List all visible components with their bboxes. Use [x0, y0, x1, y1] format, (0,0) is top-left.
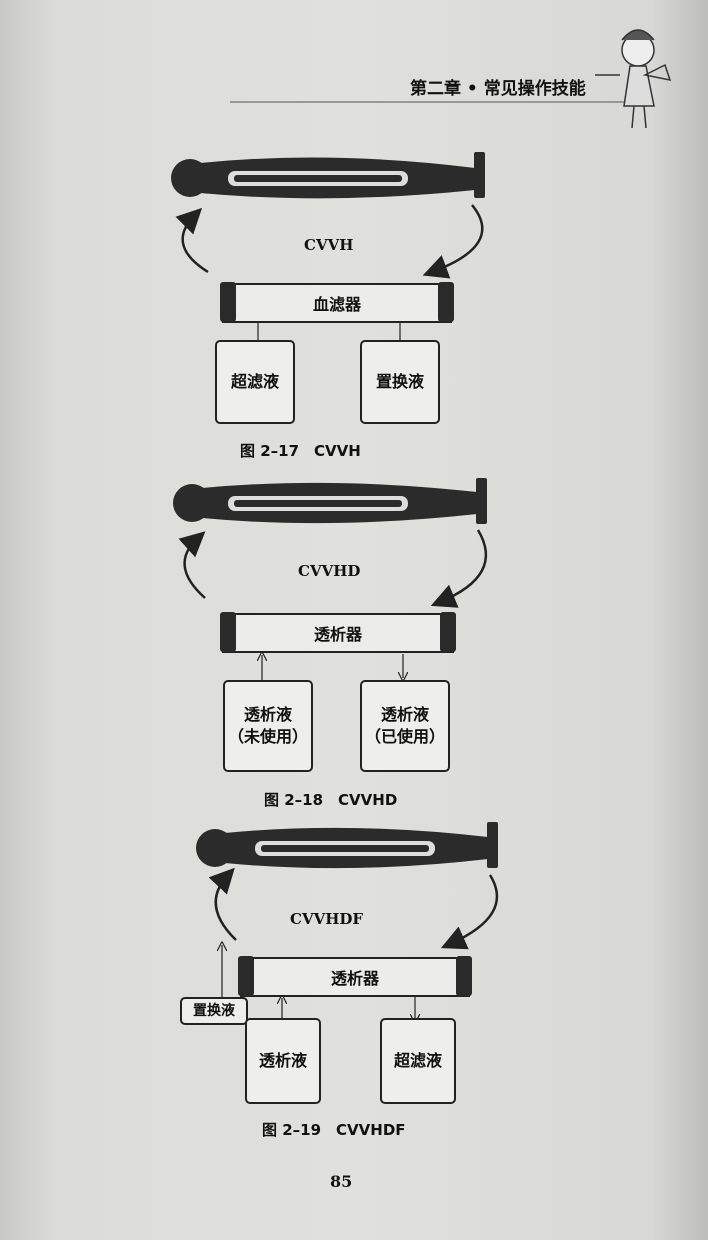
chapter-title: 常见操作技能 — [483, 79, 586, 99]
hemofilter: 血滤器 — [220, 282, 454, 323]
patient-figure-1 — [171, 152, 485, 199]
fairy-illustration — [595, 29, 672, 129]
box-sublabel: （未使用） — [227, 727, 308, 746]
ultrafiltrate-box: 超滤液 — [215, 340, 295, 424]
box-label: 透析液 — [243, 705, 292, 724]
header-rule — [230, 101, 630, 103]
box-sublabel: （已使用） — [364, 727, 445, 746]
replacement-fluid-box: 置换液 — [180, 997, 248, 1025]
page-number: 85 — [330, 1172, 353, 1191]
cvvhdf-label: CVVHDF — [290, 910, 364, 928]
patient-figure-3 — [196, 822, 498, 869]
cvvh-label: CVVH — [304, 236, 354, 254]
filter-label: 透析器 — [313, 625, 362, 644]
figure-caption: 图 2–19 CVVHDF — [262, 1121, 406, 1139]
box-label: 透析液 — [380, 705, 429, 724]
figure-caption: 图 2–18 CVVHD — [264, 791, 398, 809]
fresh-dialysate-box: 透析液 （未使用） — [223, 680, 313, 772]
figure-caption: 图 2–17 CVVH — [240, 442, 361, 460]
filter-label: 透析器 — [330, 969, 379, 988]
filter-label: 血滤器 — [312, 295, 361, 314]
patient-figure-2 — [173, 478, 487, 524]
chapter-number: 第二章 — [410, 79, 461, 99]
dialysate-box: 透析液 — [245, 1018, 321, 1104]
dialyzer: 透析器 — [238, 956, 472, 997]
dialyzer: 透析器 — [220, 612, 456, 653]
replacement-fluid-box: 置换液 — [360, 340, 440, 424]
cvvhd-label: CVVHD — [298, 562, 361, 580]
used-dialysate-box: 透析液 （已使用） — [360, 680, 450, 772]
chapter-header: 第二章 • 常见操作技能 — [410, 79, 586, 99]
ultrafiltrate-box: 超滤液 — [380, 1018, 456, 1104]
